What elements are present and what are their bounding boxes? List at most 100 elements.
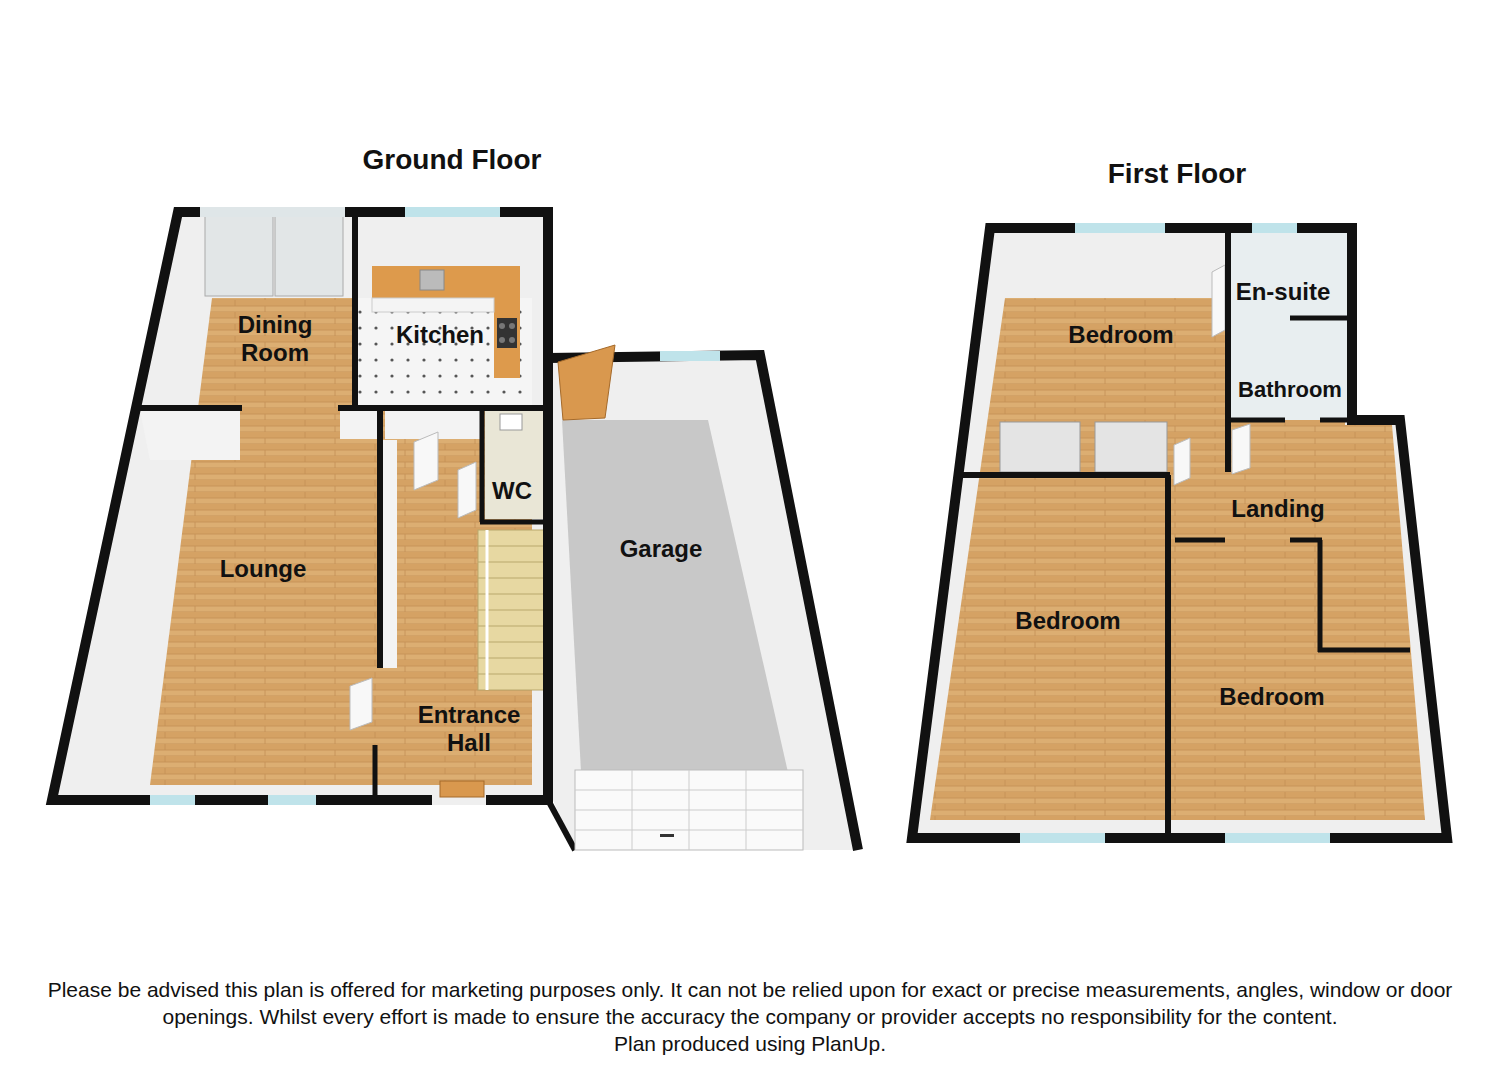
ground-floor-house-part: [275, 216, 343, 296]
ground-floor-house-part: [52, 212, 548, 800]
room-area: Garage: [614, 533, 709, 567]
garage-drawing-part: [632, 770, 633, 850]
first-floor-house-part: [912, 228, 1447, 838]
first-floor-house-part: [1095, 422, 1167, 472]
first-floor-house-part: [1228, 418, 1285, 423]
ground-floor-house-part: [372, 298, 494, 312]
room-name: Dining Room: [216, 309, 334, 369]
ground-floor-house-part: [340, 411, 378, 439]
ground-floor-house-part: [509, 337, 515, 343]
footer-area: Please be advised this plan is offered f…: [0, 976, 1500, 1057]
room-area: Dining Room: [214, 309, 336, 371]
ground-floor-house-part: [373, 745, 378, 800]
room-name: Bathroom: [1234, 374, 1346, 406]
ground-floor-house-part: [509, 323, 515, 329]
garage-drawing-part: [689, 770, 690, 850]
room-name: Landing: [1227, 493, 1328, 525]
ground-floor-house-part: [140, 411, 240, 460]
ground-floor-house-part: [440, 781, 484, 797]
first-floor-house: [912, 223, 1447, 843]
room-area: Lounge: [214, 553, 313, 587]
first-floor-house-part: [1225, 833, 1330, 843]
ground-floor-house-part: [494, 266, 520, 378]
room-area: Bedroom: [1062, 319, 1180, 353]
first-floor-house-part: [1230, 232, 1350, 420]
room-area: Bedroom: [1009, 605, 1127, 639]
credit-note: Plan produced using PlanUp.: [10, 1030, 1490, 1057]
floor-plan: Ground FloorDining Room KitchenLounge WC En…: [40, 135, 870, 860]
ground-floor-house-part: [458, 462, 476, 518]
room-name: Garage: [616, 533, 707, 565]
ground-floor-house-part: [136, 405, 242, 411]
first-floor-house-part: [1318, 648, 1410, 653]
garage-drawing-part: [548, 800, 575, 850]
first-floor-house-part: [1075, 223, 1165, 233]
room-area: Bathroom: [1232, 374, 1348, 408]
ground-floor-house-part: [500, 414, 522, 430]
ground-floor-house-part: [205, 216, 273, 296]
room-name: Bedroom: [1215, 681, 1328, 713]
ground-floor-house-part: [150, 795, 195, 805]
room-area: Bedroom: [1213, 681, 1331, 715]
room-area: Entrance Hall: [404, 699, 534, 761]
floor-plan: First FloorBedroom En-suiteBathroomLandin…: [900, 150, 1460, 850]
disclaimer-caption: Please be advised this plan is offered f…: [10, 976, 1490, 1030]
garage-drawing: [548, 345, 858, 850]
first-floor-house-part: [1175, 538, 1225, 543]
first-floor-house-part: [958, 472, 1170, 478]
first-floor-house-part: [1290, 538, 1322, 543]
room-name: En-suite: [1232, 276, 1335, 308]
first-floor-house-part: [1165, 475, 1171, 838]
ground-floor-house-part: [52, 212, 548, 800]
ground-floor-house-part: [352, 212, 358, 410]
ground-floor-house: [52, 207, 548, 805]
room-area: Kitchen: [390, 319, 491, 353]
floor-heading: First Floor: [1108, 157, 1246, 191]
first-floor-house-part: [912, 228, 1447, 838]
room-area: WC: [486, 475, 538, 509]
ground-floor-house-part: [420, 270, 444, 290]
room-name: Lounge: [216, 553, 311, 585]
room-name: Kitchen: [392, 319, 488, 351]
ground-floor-house-part: [480, 520, 548, 525]
ground-floor-house-part: [150, 298, 532, 785]
first-floor-house-part: [1290, 316, 1352, 321]
ground-floor-house-part: [268, 795, 316, 805]
first-floor-house-part: [1174, 438, 1190, 485]
room-name: Entrance Hall: [406, 699, 532, 759]
first-floor-house-part: [1225, 228, 1231, 472]
ground-floor-house-part: [497, 318, 517, 348]
ground-floor-house-part: [377, 408, 383, 668]
garage-drawing-part: [558, 345, 615, 420]
ground-floor-house-part: [383, 440, 397, 668]
first-floor-house-part: [1232, 424, 1250, 474]
ground-floor-house-part: [499, 323, 505, 329]
ground-floor-house-part: [478, 530, 548, 690]
garage-drawing-part: [746, 770, 747, 850]
room-name: Bedroom: [1011, 605, 1124, 637]
ground-floor-house-part: [200, 207, 345, 217]
garage-drawing-part: [575, 770, 803, 850]
first-floor-house-part: [1020, 833, 1105, 843]
first-floor-house-part: [1318, 540, 1323, 652]
garage-drawing-part: [660, 351, 720, 361]
floor-heading: Ground Floor: [363, 143, 542, 177]
ground-floor-house-part: [414, 432, 438, 490]
first-floor-house-part: [1212, 265, 1225, 337]
ground-floor-house-part: [486, 530, 489, 690]
garage-drawing-part: [562, 420, 792, 790]
room-area: En-suite: [1230, 276, 1337, 310]
ground-floor-house-part: [350, 678, 372, 730]
room-name: WC: [488, 475, 536, 507]
first-floor-house-part: [1252, 223, 1297, 233]
garage-drawing-part: [660, 834, 674, 837]
ground-floor-house-part: [485, 411, 545, 519]
ground-floor-house-part: [499, 337, 505, 343]
garage-drawing-part: [548, 355, 858, 850]
room-area: Landing: [1225, 493, 1331, 527]
first-floor-house-part: [1000, 422, 1080, 472]
room-name: Bedroom: [1064, 319, 1177, 351]
